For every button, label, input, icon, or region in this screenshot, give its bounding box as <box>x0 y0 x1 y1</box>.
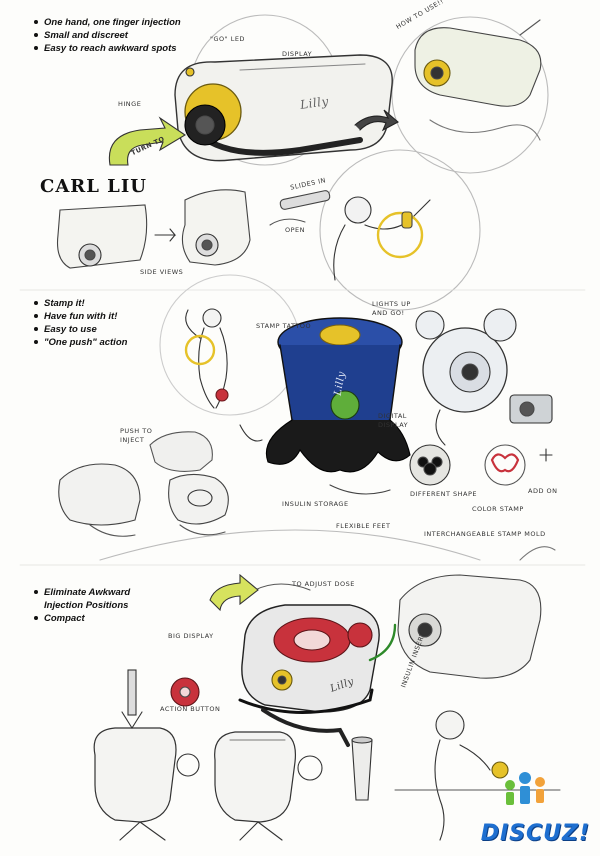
flexible-feet-lead <box>329 484 391 495</box>
label-push-to-inject: PUSH TO INJECT <box>120 427 153 444</box>
woman-figure <box>184 308 229 409</box>
bullet-item: Small and discreet <box>34 29 181 42</box>
bullet-item: Eliminate Awkward <box>34 586 130 599</box>
action-button-red <box>347 622 373 648</box>
label-go-led: "GO" LED <box>210 35 245 43</box>
section3-bullets: Eliminate Awkward Injection Positions Co… <box>34 586 130 625</box>
bullet-dot <box>34 327 38 332</box>
hinge-arrow <box>354 109 399 132</box>
label-hinge: HINGE <box>118 100 142 108</box>
go-led <box>185 67 195 77</box>
side-views <box>56 189 251 269</box>
bullet-item: Have fun with it! <box>34 310 127 323</box>
stamp-molds <box>409 444 553 486</box>
bullet-item: Easy to reach awkward spots <box>34 42 181 55</box>
bullet-item: Easy to use <box>34 323 127 336</box>
bullet-dot <box>34 33 38 38</box>
injector-red <box>238 583 380 747</box>
device-left <box>93 669 200 841</box>
designer-signature: CARL LIU <box>40 176 147 197</box>
watermark-text: DISCUZ! <box>480 821 590 846</box>
label-digital-display: DIGITAL DISPLAY <box>378 412 409 429</box>
bullet-item: "One push" action <box>34 336 127 349</box>
label-insulin-storage: INSULIN STORAGE <box>282 500 349 508</box>
section3-sketches <box>93 546 561 841</box>
insert-arrow <box>368 623 397 662</box>
push-inject-sketches <box>58 431 229 537</box>
ground-line <box>99 529 481 561</box>
label-color-stamp: COLOR STAMP <box>472 505 524 513</box>
lights-up-button <box>319 324 361 346</box>
bg-circle <box>319 149 481 311</box>
bg-circle <box>391 16 549 174</box>
section2-bullets: Stamp it! Have fun with it! Easy to use … <box>34 297 127 349</box>
bullet-dot <box>34 20 38 25</box>
watermark-figures <box>505 772 545 805</box>
pen-injector-main <box>174 54 393 162</box>
person-at-desk <box>394 710 561 841</box>
label-different-shape: DIFFERENT SHAPE <box>410 490 478 498</box>
cup-tool <box>351 736 373 801</box>
cartridge-slide <box>269 190 331 226</box>
label-interchangeable-stamp-mold: INTERCHANGEABLE STAMP MOLD <box>424 530 546 538</box>
label-add-on: ADD ON <box>528 487 558 495</box>
turn-arrow <box>209 573 259 612</box>
digital-display <box>330 390 360 420</box>
label-lights-up: LIGHTS UP AND GO! <box>372 300 411 317</box>
device-middle <box>214 731 323 841</box>
bullet-item: Compact <box>34 612 130 625</box>
device-topright <box>397 546 556 679</box>
bullet-dot <box>34 340 38 345</box>
bullet-dot <box>34 314 38 319</box>
bullet-dot <box>34 301 38 306</box>
bullet-item-continued: Injection Positions <box>44 600 129 611</box>
mouse-stamp <box>415 308 553 446</box>
stamp-injector-blue <box>239 317 411 473</box>
bullet-dot <box>34 590 38 595</box>
pen-with-hand <box>414 19 542 141</box>
bullet-item: Stamp it! <box>34 297 127 310</box>
label-side-views: SIDE VIEWS <box>140 268 184 276</box>
turn-to-arrow <box>108 116 187 166</box>
section1-bullets: One hand, one finger injection Small and… <box>34 16 181 55</box>
label-to-adjust-dose: TO ADJUST DOSE <box>292 580 355 588</box>
bullet-item: One hand, one finger injection <box>34 16 181 29</box>
person-injecting <box>333 196 431 281</box>
bullet-dot <box>34 616 38 621</box>
label-display: DISPLAY <box>282 50 313 58</box>
bullet-dot <box>34 46 38 51</box>
section2-sketches <box>58 274 553 561</box>
label-stamp-tattoo: STAMP TATTOO <box>256 322 312 330</box>
label-action-button: ACTION BUTTON <box>160 705 221 713</box>
label-flexible-feet: FLEXIBLE FEET <box>336 522 391 530</box>
label-open: OPEN <box>285 226 306 234</box>
section1-sketches <box>56 14 549 311</box>
label-big-display: BIG DISPLAY <box>168 632 214 640</box>
